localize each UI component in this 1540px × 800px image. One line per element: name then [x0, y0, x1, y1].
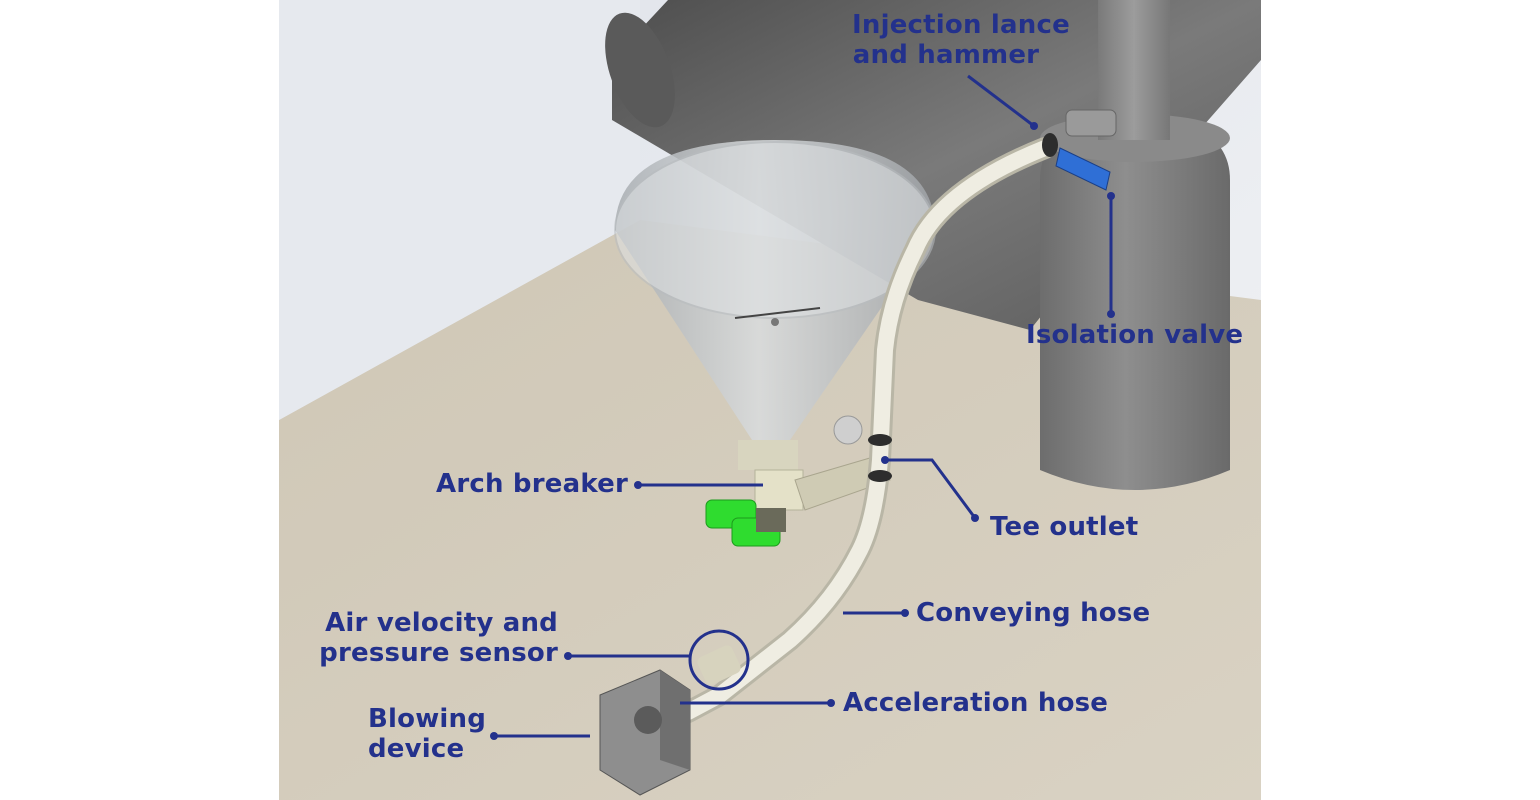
label-acceleration-hose: Acceleration hose: [843, 688, 1109, 718]
label-blowing-device: Blowing device: [368, 704, 486, 764]
label-injection-lance: Injection lance and hammer: [852, 10, 1070, 70]
sensor-segment: [697, 645, 741, 685]
blower-icon: [599, 669, 691, 796]
sensor-highlight-icon: [688, 629, 750, 691]
label-tee-outlet: Tee outlet: [990, 512, 1139, 542]
label-isolation-valve: Isolation valve: [1026, 320, 1244, 350]
label-injection-lance-line2: and hammer: [852, 40, 1040, 70]
wall-left: [279, 0, 640, 420]
label-air-sensor-line2: pressure sensor: [319, 638, 558, 668]
label-air-sensor-line1: Air velocity and: [325, 608, 558, 638]
conveying-hose: [677, 137, 1056, 723]
label-blowing-device-line2: device: [368, 734, 465, 764]
label-blowing-device-line1: Blowing: [368, 704, 487, 734]
leader-lines: [494, 74, 1113, 738]
drive-motors-icon: [705, 499, 786, 547]
label-arch-breaker: Arch breaker: [436, 469, 628, 499]
leader-dots: [490, 122, 1115, 740]
label-air-sensor: Air velocity and pressure sensor: [300, 608, 558, 668]
leader-injection-lance: [967, 74, 1035, 128]
isolation-valve-icon: [1055, 109, 1117, 191]
tee-arm: [794, 415, 891, 511]
leader-tee-outlet: [885, 458, 977, 519]
label-conveying-hose: Conveying hose: [916, 598, 1151, 628]
flanges: [868, 133, 1058, 482]
label-injection-lance-line1: Injection lance: [852, 10, 1070, 40]
hopper-icon: [614, 140, 936, 511]
